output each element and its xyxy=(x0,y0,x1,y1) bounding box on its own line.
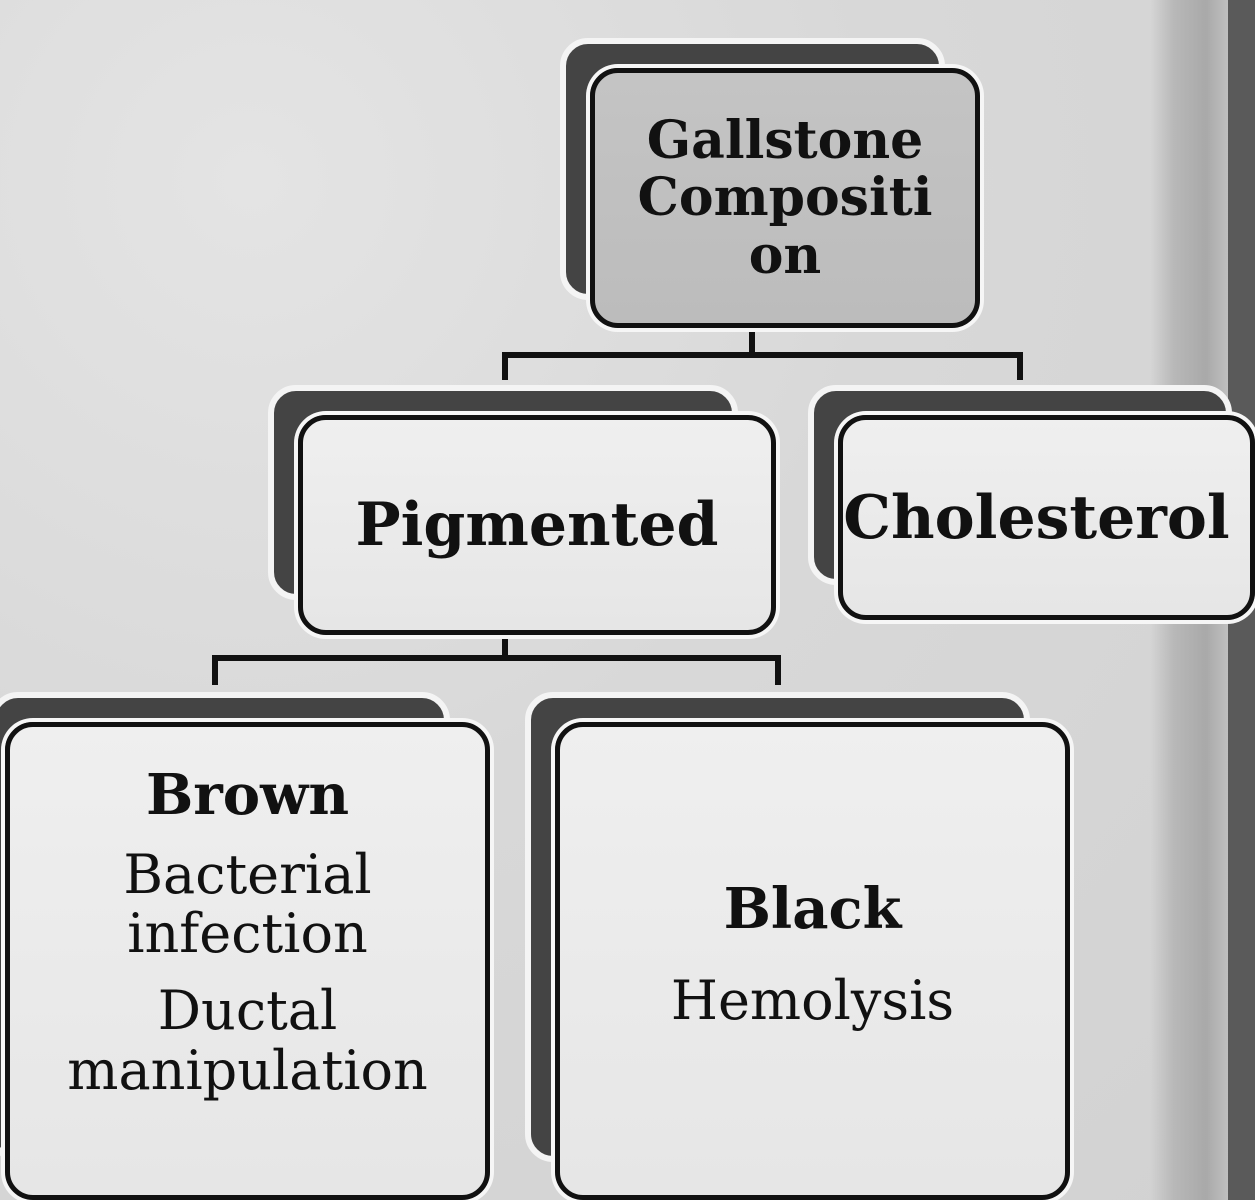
node-box: Cholesterol xyxy=(838,415,1255,620)
node-box: Pigmented xyxy=(298,415,776,635)
node-cause: Ductal manipulation xyxy=(67,979,428,1102)
connector-root-to-children xyxy=(502,325,1023,380)
node-label: Brown xyxy=(145,762,350,828)
node-cause: Hemolysis xyxy=(670,968,955,1032)
node-label: Black xyxy=(723,876,902,942)
connector-pigmented-to-children xyxy=(212,632,781,685)
node-cause: Bacterial infection xyxy=(123,842,372,965)
node-box: Black Hemolysis xyxy=(555,722,1070,1200)
node-box: Brown Bacterial infection Ductal manipul… xyxy=(5,722,490,1200)
node-label: Cholesterol xyxy=(843,482,1230,553)
node-box: Gallstone Composition xyxy=(590,68,980,328)
node-label: Gallstone Composition xyxy=(637,110,933,286)
node-label: Pigmented xyxy=(355,490,719,560)
